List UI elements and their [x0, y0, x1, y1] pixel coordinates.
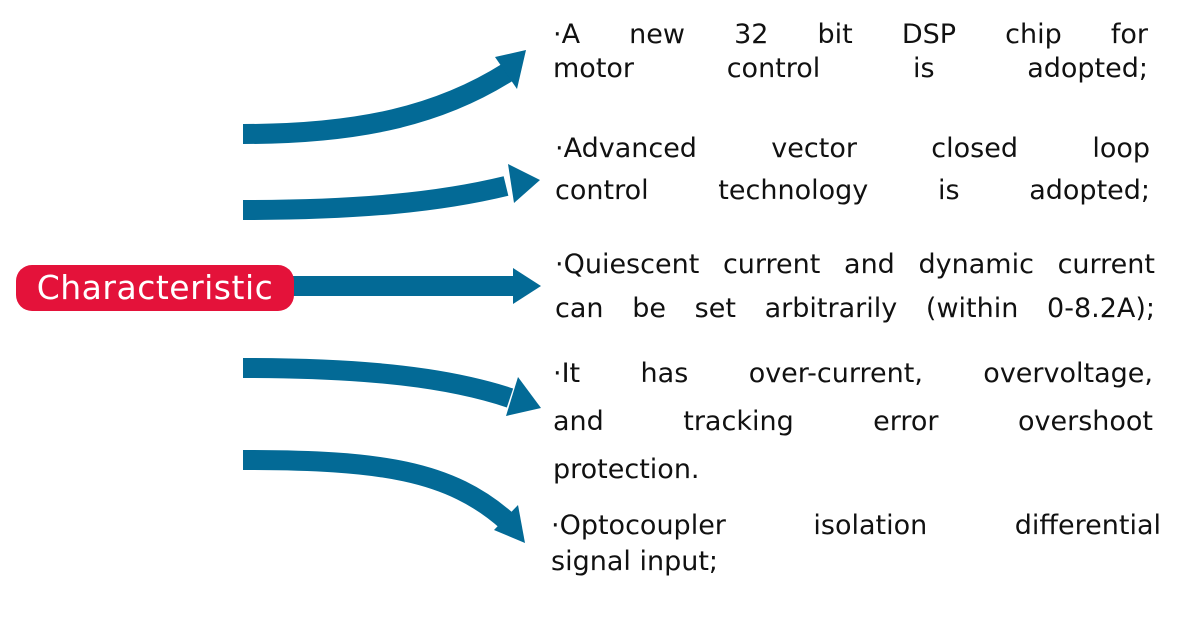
feature-item-4: ·It has over-current, overvoltage, and t… — [553, 350, 1153, 494]
feature-item-3-line-1: ·Quiescent current and dynamic current — [555, 249, 1155, 280]
arrow-1 — [242, 50, 526, 144]
feature-item-1-line-1: ·A new 32 bit DSP chip for — [553, 19, 1148, 50]
feature-item-2-line-1: ·Advanced vector closed loop — [555, 133, 1150, 164]
feature-item-5-line-1: ·Optocoupler isolation differential — [551, 510, 1161, 541]
arrow-3 — [290, 268, 541, 304]
feature-item-3: ·Quiescent current and dynamic current c… — [555, 243, 1155, 331]
feature-item-2: ·Advanced vector closed loop control tec… — [555, 128, 1150, 212]
feature-item-1: ·A new 32 bit DSP chip for motor control… — [553, 18, 1148, 86]
feature-item-3-line-2: can be set arbitrarily (within 0-8.2A); — [555, 293, 1155, 324]
arrow-2 — [242, 164, 540, 220]
feature-item-5-line-2: signal input; — [551, 546, 718, 577]
feature-item-2-line-2: control technology is adopted; — [555, 175, 1150, 206]
arrow-4 — [242, 358, 541, 416]
feature-item-4-line-1: ·It has over-current, overvoltage, — [553, 358, 1153, 389]
feature-item-4-line-3: protection. — [553, 454, 700, 485]
feature-item-1-line-2: motor control is adopted; — [553, 53, 1148, 84]
feature-item-4-line-2: and tracking error overshoot — [553, 406, 1153, 437]
arrow-5 — [242, 450, 525, 543]
characteristic-badge: Characteristic — [16, 265, 294, 311]
feature-item-5: ·Optocoupler isolation differential sign… — [551, 508, 1161, 580]
